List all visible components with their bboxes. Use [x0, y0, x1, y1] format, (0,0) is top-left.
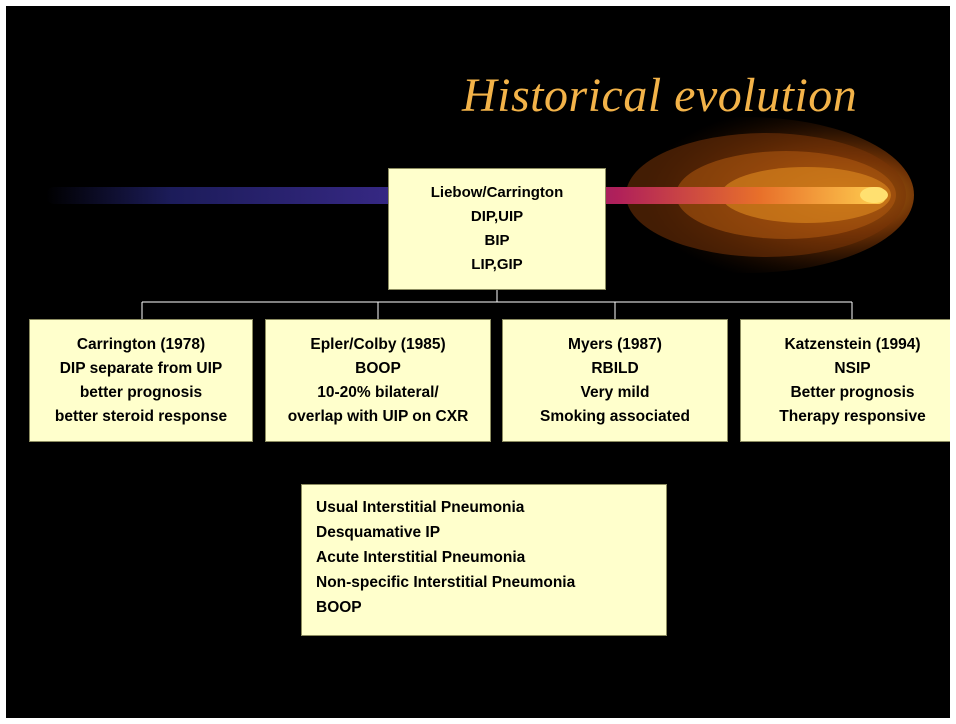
child-node-carrington: Carrington (1978) DIP separate from UIP … — [29, 319, 253, 442]
child-line: BOOP — [355, 359, 401, 377]
child-line: Myers (1987) — [568, 335, 662, 353]
child-line: Very mild — [580, 383, 650, 401]
slide-title: Historical evolution — [462, 69, 858, 122]
child-line: Epler/Colby (1985) — [310, 335, 446, 353]
slide: Historical evolution Liebow/Carrington D… — [6, 6, 950, 718]
comet-beam-decoration — [46, 117, 914, 273]
root-line: DIP,UIP — [470, 208, 524, 225]
comet-head — [860, 187, 888, 203]
tree-connectors — [141, 290, 853, 319]
child-node-myers: Myers (1987) RBILD Very mild Smoking ass… — [502, 319, 728, 442]
classification-item: Non-specific Interstitial Pneumonia — [316, 574, 576, 591]
classification-item: Usual Interstitial Pneumonia — [316, 499, 525, 516]
root-line: LIP,GIP — [471, 256, 523, 273]
child-line: Carrington (1978) — [76, 335, 206, 353]
classification-item: BOOP — [316, 599, 362, 616]
child-line: RBILD — [591, 359, 639, 377]
child-line: overlap with UIP on CXR — [287, 407, 469, 425]
child-line: Therapy responsive — [779, 407, 926, 425]
child-line: NSIP — [834, 359, 871, 377]
child-node-katzenstein: Katzenstein (1994) NSIP Better prognosis… — [740, 319, 950, 442]
classification-list-box: Usual Interstitial Pneumonia Desquamativ… — [301, 484, 667, 636]
child-line: better prognosis — [79, 383, 203, 401]
classification-item: Acute Interstitial Pneumonia — [316, 549, 526, 566]
root-line: Liebow/Carrington — [430, 184, 564, 201]
child-line: DIP separate from UIP — [59, 359, 223, 377]
classification-item: Desquamative IP — [316, 524, 441, 541]
child-line: better steroid response — [54, 407, 228, 425]
child-node-epler-colby: Epler/Colby (1985) BOOP 10-20% bilateral… — [265, 319, 491, 442]
child-line: 10-20% bilateral/ — [317, 383, 439, 401]
child-line: Smoking associated — [540, 407, 690, 425]
root-node-liebow-carrington: Liebow/Carrington DIP,UIP BIP LIP,GIP — [388, 168, 606, 290]
root-line: BIP — [484, 232, 510, 249]
child-line: Katzenstein (1994) — [784, 335, 921, 353]
child-line: Better prognosis — [790, 383, 915, 401]
